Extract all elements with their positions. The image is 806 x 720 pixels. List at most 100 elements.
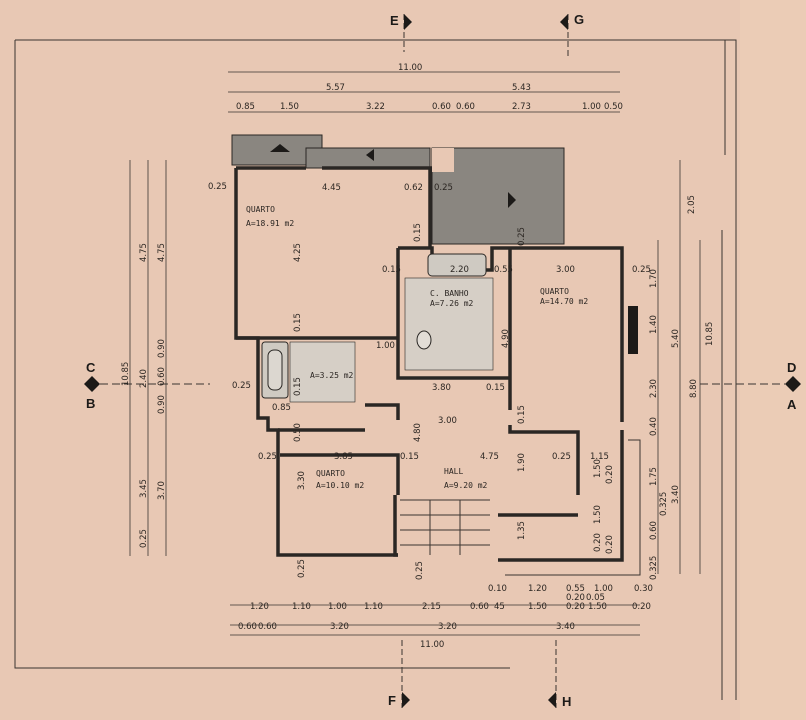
dim-top-seg-6: 1.00 bbox=[582, 102, 601, 112]
dim-top-seg-5: 2.73 bbox=[512, 102, 531, 112]
dim-left-h: 3.45 bbox=[139, 479, 149, 498]
dim-int-25: 0.15 bbox=[400, 452, 419, 462]
dim-top-seg-4: 0.60 bbox=[456, 102, 475, 112]
dim-bottom-r1-7: 1.50 bbox=[528, 602, 547, 612]
dim-bottom-r1-2: 1.00 bbox=[328, 602, 347, 612]
section-label-a: A bbox=[787, 397, 797, 412]
dim-int-2: 0.62 bbox=[404, 183, 423, 193]
dim-right-i: 1.75 bbox=[649, 467, 659, 486]
dim-top-left: 5.57 bbox=[326, 83, 345, 93]
dim-left-a: 4.75 bbox=[139, 243, 149, 262]
room-area-quarto-1: A=18.91 m2 bbox=[246, 219, 294, 228]
dim-int-15: 4.90 bbox=[501, 329, 511, 348]
interior-dimensions: 0.25 4.45 0.62 0.25 4.25 0.15 0.15 2.20 … bbox=[208, 182, 651, 580]
room-area-hall: A=9.20 m2 bbox=[444, 481, 488, 490]
dim-top-seg-3: 0.60 bbox=[432, 102, 451, 112]
room-area-wc: A=3.25 m2 bbox=[310, 371, 354, 380]
fixtures bbox=[261, 253, 638, 555]
room-name-quarto-3: QUARTO bbox=[316, 469, 345, 478]
dim-top-seg-2: 3.22 bbox=[366, 102, 385, 112]
dim-int-13: 3.80 bbox=[432, 383, 451, 393]
dim-top-right: 5.43 bbox=[512, 83, 531, 93]
dim-top-total: 11.00 bbox=[398, 63, 422, 73]
dim-int-11: 0.25 bbox=[632, 265, 651, 275]
dim-int-31: 0.25 bbox=[297, 559, 307, 578]
room-name-quarto-2: QUARTO bbox=[540, 287, 569, 296]
dim-bottom-r1-5: 0.60 bbox=[470, 602, 489, 612]
dim-int-10: 3.00 bbox=[556, 265, 575, 275]
dim-bottom-small-6: 0.05 bbox=[586, 593, 605, 603]
dim-bottom-r1-10: 0.20 bbox=[632, 602, 651, 612]
dim-right-h: 0.40 bbox=[649, 417, 659, 436]
dim-bottom-r1-6: 45 bbox=[494, 602, 505, 612]
room-area-banho: A=7.26 m2 bbox=[430, 299, 474, 308]
room-area-quarto-3: A=10.10 m2 bbox=[316, 481, 364, 490]
dim-int-33: 1.35 bbox=[517, 521, 527, 540]
dim-int-0: 0.25 bbox=[208, 182, 227, 192]
dim-bottom-small-4: 0.30 bbox=[634, 584, 653, 594]
site-border bbox=[14, 39, 737, 700]
dim-left-b: 4.75 bbox=[157, 243, 167, 262]
room-name-hall: HALL bbox=[444, 467, 463, 476]
dim-top-seg-0: 0.85 bbox=[236, 102, 255, 112]
dim-right-a: 2.05 bbox=[687, 195, 697, 214]
dim-int-6: 0.15 bbox=[413, 223, 423, 242]
dim-int-21: 4.80 bbox=[413, 423, 423, 442]
dim-right-k: 0.325 bbox=[659, 492, 669, 516]
dim-left-j: 0.25 bbox=[139, 529, 149, 548]
dim-int-19: 0.50 bbox=[293, 423, 303, 442]
section-label-e: E bbox=[390, 13, 399, 28]
section-cut-lines bbox=[84, 14, 801, 708]
dim-int-34: 1.50 bbox=[593, 459, 603, 478]
dim-right-m: 0.325 bbox=[649, 556, 659, 580]
section-label-b: B bbox=[86, 396, 95, 411]
section-label-h: H bbox=[562, 694, 571, 709]
section-label-d: D bbox=[787, 360, 796, 375]
dim-bottom-r1-8: 0.20 bbox=[566, 602, 585, 612]
dim-bottom-small-1: 1.20 bbox=[528, 584, 547, 594]
right-dimensions: 2.05 1.70 1.40 5.40 10.85 2.30 8.80 0.40… bbox=[649, 195, 715, 580]
dim-int-32: 0.25 bbox=[415, 561, 425, 580]
dim-int-12: 1.00 bbox=[376, 341, 395, 351]
left-dimensions: 4.75 4.75 10.85 2.40 0.90 0.60 0.90 3.45… bbox=[121, 243, 167, 548]
dim-right-b: 1.70 bbox=[649, 269, 659, 288]
section-label-f: F bbox=[388, 693, 396, 708]
section-label-c: C bbox=[86, 360, 96, 375]
dim-int-18: 0.85 bbox=[272, 403, 291, 413]
roof-tiles bbox=[231, 134, 565, 245]
dim-right-l: 0.60 bbox=[649, 521, 659, 540]
dim-int-35: 0.20 bbox=[605, 465, 615, 484]
dim-int-37: 1.50 bbox=[593, 505, 603, 524]
dim-int-9: 0.55 bbox=[494, 265, 513, 275]
dim-bottom-total: 11.00 bbox=[420, 640, 444, 650]
dim-bottom-r2-4: 3.40 bbox=[556, 622, 575, 632]
room-area-quarto-2: A=14.70 m2 bbox=[540, 297, 588, 306]
dim-int-24: 3.85 bbox=[334, 452, 353, 462]
dim-left-d: 2.40 bbox=[139, 369, 149, 388]
dim-int-23: 0.25 bbox=[258, 452, 277, 462]
dim-top-seg-1: 1.50 bbox=[280, 102, 299, 112]
dim-int-1: 4.45 bbox=[322, 183, 341, 193]
dim-right-f: 2.30 bbox=[649, 379, 659, 398]
dim-int-38: 0.20 bbox=[605, 535, 615, 554]
dimension-lines bbox=[129, 71, 701, 636]
dim-bottom-r1-4: 2.15 bbox=[422, 602, 441, 612]
walls bbox=[234, 166, 641, 576]
dim-left-g: 0.90 bbox=[157, 395, 167, 414]
dim-int-29: 1.15 bbox=[590, 452, 609, 462]
dim-int-17: 0.25 bbox=[232, 381, 251, 391]
dim-left-i: 3.70 bbox=[157, 481, 167, 500]
dim-int-14: 0.15 bbox=[486, 383, 505, 393]
dim-bottom-small-2: 0.55 bbox=[566, 584, 585, 594]
room-name-banho: C. BANHO bbox=[430, 289, 469, 298]
dim-bottom-r1-3: 1.10 bbox=[364, 602, 383, 612]
dim-bottom-small-5: 0.20 bbox=[566, 593, 585, 603]
dim-bottom-small-3: 1.00 bbox=[594, 584, 613, 594]
dim-int-22: 0.15 bbox=[517, 405, 527, 424]
dim-bottom-r1-1: 1.10 bbox=[292, 602, 311, 612]
dim-int-36: 0.20 bbox=[593, 533, 603, 552]
section-label-g: G bbox=[574, 12, 584, 27]
dim-int-26: 4.75 bbox=[480, 452, 499, 462]
dim-right-g: 8.80 bbox=[689, 379, 699, 398]
dim-bottom-r1-0: 1.20 bbox=[250, 602, 269, 612]
